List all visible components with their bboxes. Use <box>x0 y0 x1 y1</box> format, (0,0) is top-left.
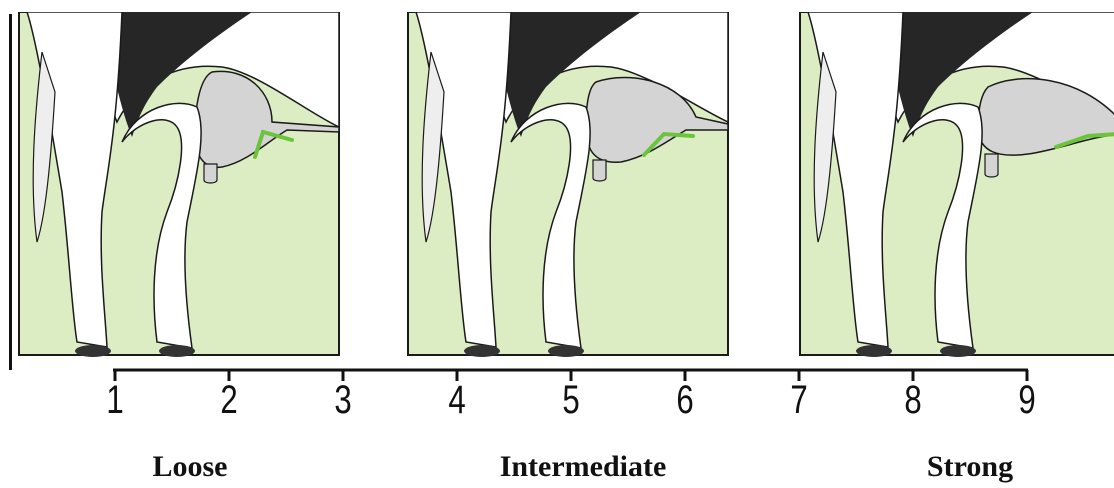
scale-number: 8 <box>904 380 921 420</box>
scale-number: 1 <box>106 380 123 420</box>
scale-number: 4 <box>448 380 465 420</box>
scale-number: 5 <box>562 380 579 420</box>
scale-number: 7 <box>790 380 807 420</box>
category-label-strong: Strong <box>927 452 1013 482</box>
scale-number: 2 <box>220 380 237 420</box>
scale-number: 6 <box>676 380 693 420</box>
category-label-intermediate: Intermediate <box>500 452 667 482</box>
scale-number: 3 <box>334 380 351 420</box>
category-label-loose: Loose <box>153 452 228 482</box>
scale-number: 9 <box>1018 380 1035 420</box>
